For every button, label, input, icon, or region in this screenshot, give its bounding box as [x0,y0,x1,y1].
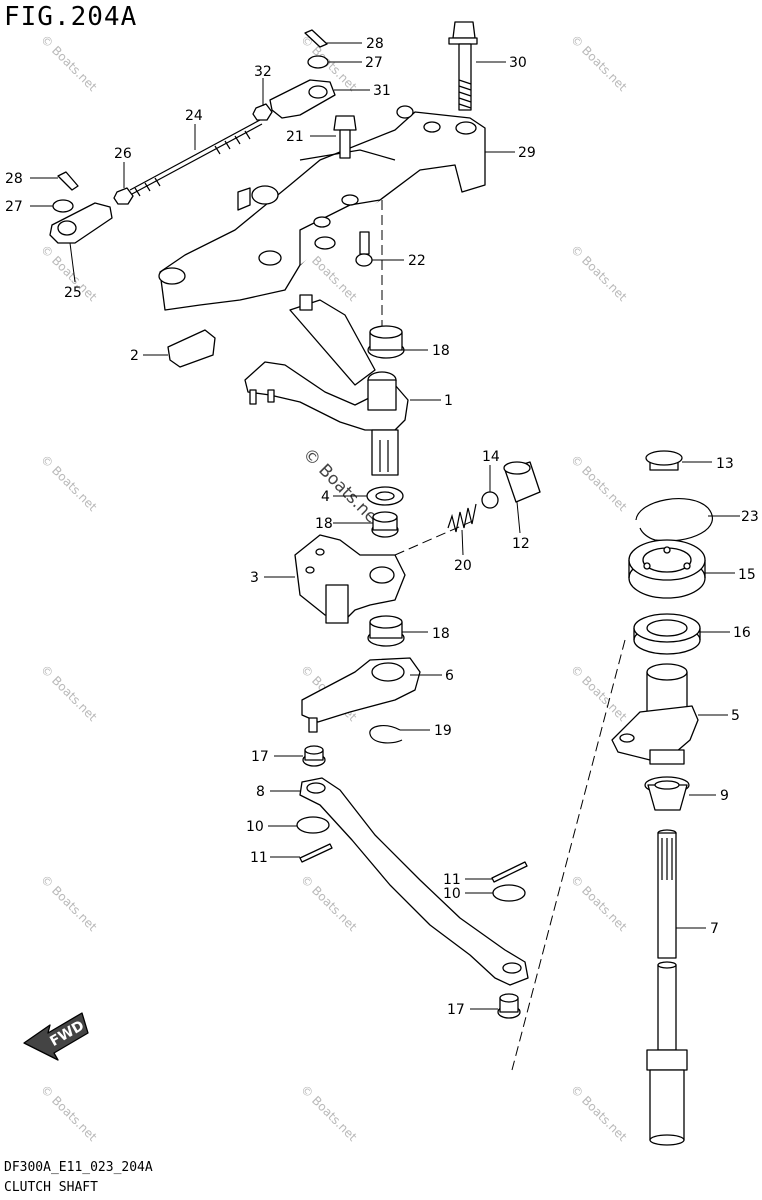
callout-label: 12 [512,536,530,552]
link-8 [299,777,529,986]
callout-label: 20 [454,558,472,574]
bracket-29 [158,105,486,311]
callout-label: 8 [256,784,265,800]
callout-label: 29 [518,145,536,161]
clip-28 [304,29,328,48]
callout-label: 10 [246,819,264,835]
callout-label: 18 [432,626,450,642]
housing-5 [611,663,699,765]
watermark: © Boats.net [568,32,630,94]
callout-label: 4 [321,489,330,505]
ball-14 [481,491,499,509]
callout-label: 27 [365,55,383,71]
nut-32 [252,103,273,121]
watermark: © Boats.net [38,872,100,934]
plug-13 [645,450,683,471]
watermark: © Boats.net [298,872,360,934]
washer-27 [52,199,74,213]
spring-20 [447,503,477,533]
callout-label: 31 [373,83,391,99]
callout-label: 26 [114,146,132,162]
cotter-pin-11 [299,843,333,863]
washer-4-hole [375,491,395,501]
callout-label: 10 [443,886,461,902]
watermark: © Boats.net [568,662,630,724]
callout-label: 11 [250,850,268,866]
callout-label: 25 [64,285,82,301]
watermark: © Boats.net [38,452,100,514]
callout-label: 18 [432,343,450,359]
callout-label: 3 [250,570,259,586]
clip-2 [167,329,216,368]
callout-label: 9 [720,788,729,804]
rod-end-25 [49,202,113,244]
callout-label: 5 [731,708,740,724]
washer-10 [492,884,526,902]
seal-16 [633,613,701,655]
bushing-18 [367,615,405,647]
figure-title: FIG.204A [4,2,138,32]
housing-3 [294,534,406,624]
cotter-pin-11 [491,861,528,883]
callout-label: 17 [447,1002,465,1018]
watermark: © Boats.net [38,1082,100,1144]
forward-arrow: FWD [23,1012,89,1061]
callout-label: 2 [130,348,139,364]
callout-label: 18 [315,516,333,532]
rod-end-31 [269,79,336,119]
snap-ring-23 [635,498,714,542]
bearing-15 [628,539,706,599]
callout-label: 14 [482,449,500,465]
callout-label: 22 [408,253,426,269]
bolt-22 [355,231,373,267]
watermark: © Boats.net [38,32,100,94]
clip-28 [57,171,79,191]
watermark: © Boats.net [568,242,630,304]
callout-label: 6 [445,668,454,684]
rod-24 [129,119,263,197]
callout-labels: 1 2 3 4 5 6 7 8 9 10 10 11 11 12 13 14 1… [5,36,759,1018]
watermark: © Boats.net [298,1082,360,1144]
bushing-9 [644,776,690,811]
figure-name: CLUTCH SHAFT [4,1180,98,1195]
watermark: © Boats.net [568,1082,630,1144]
callout-label: 27 [5,199,23,215]
bolt-30 [448,21,478,111]
bushing-18 [367,325,405,359]
leader-lines [30,42,740,1010]
washer-10 [296,816,330,834]
circlip-19 [369,725,403,744]
shift-lever-1 [244,294,409,476]
nut-26 [113,187,134,205]
bushing-17 [497,993,521,1019]
callout-label: 30 [509,55,527,71]
sleeve-12 [503,461,541,503]
bushing-17 [302,745,326,767]
watermark: © Boats.net [38,662,100,724]
callout-label: 7 [710,921,719,937]
figure-code: DF300A_E11_023_204A [4,1160,153,1175]
callout-label: 28 [366,36,384,52]
lever-6 [301,657,421,733]
callout-label: 17 [251,749,269,765]
clutch-shaft-7 [646,829,688,1146]
assembly-lines [381,200,626,1071]
bolt-21 [333,115,357,159]
callout-label: 23 [741,509,759,525]
callout-label: 15 [738,567,756,583]
callout-label: 1 [444,393,453,409]
callout-label: 21 [286,129,304,145]
washer-27 [307,55,329,69]
callout-label: 13 [716,456,734,472]
watermark: © Boats.net [568,452,630,514]
callout-label: 11 [443,872,461,888]
callout-label: 24 [185,108,203,124]
callout-label: 28 [5,171,23,187]
watermark: © Boats.net [568,872,630,934]
callout-label: 16 [733,625,751,641]
bushing-18 [371,511,399,538]
callout-label: 32 [254,64,272,80]
callout-label: 19 [434,723,452,739]
